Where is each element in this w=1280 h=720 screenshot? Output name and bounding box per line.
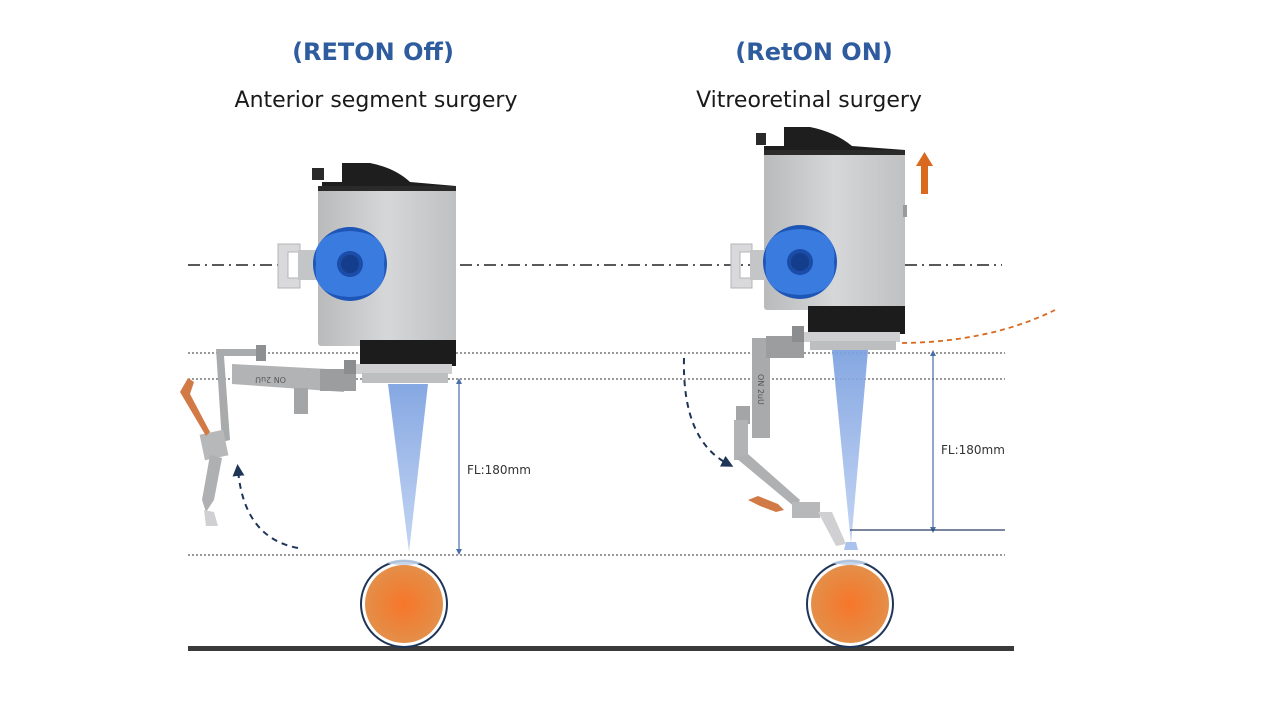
right-rotation-arrow [682,357,734,467]
up-arrow-icon [916,152,933,194]
right-microscope-head [730,127,907,350]
left-panel-heading: (RETON Off) [292,38,454,66]
right-panel-subheading: Vitreoretinal surgery [696,88,922,113]
lift-trajectory-curve [901,309,1056,344]
right-panel-heading: (RetON ON) [735,38,893,66]
right-light-beam [832,350,868,544]
focus-knob-icon [763,225,837,299]
left-eye-icon [360,559,448,648]
right-arm-label: ON 2uU [756,374,765,405]
floor-line [188,646,1014,651]
left-focal-length-label: FL:180mm [467,463,531,477]
left-panel-subheading: Anterior segment surgery [234,88,518,113]
left-light-beam [388,384,428,552]
left-microscope-head [277,163,456,383]
focus-knob-icon [313,227,387,301]
left-arm-label: ON 2uU [255,375,286,384]
right-eye-icon [806,559,894,648]
left-inverter-arm: ON 2uU [180,345,356,526]
right-focal-length-label: FL:180mm [941,443,1005,457]
right-inverter-arm: ON 2uU [734,326,846,546]
right-focal-length-dimension [850,350,1005,533]
left-rotation-arrow [232,464,299,549]
right-beam-focus [844,542,858,550]
